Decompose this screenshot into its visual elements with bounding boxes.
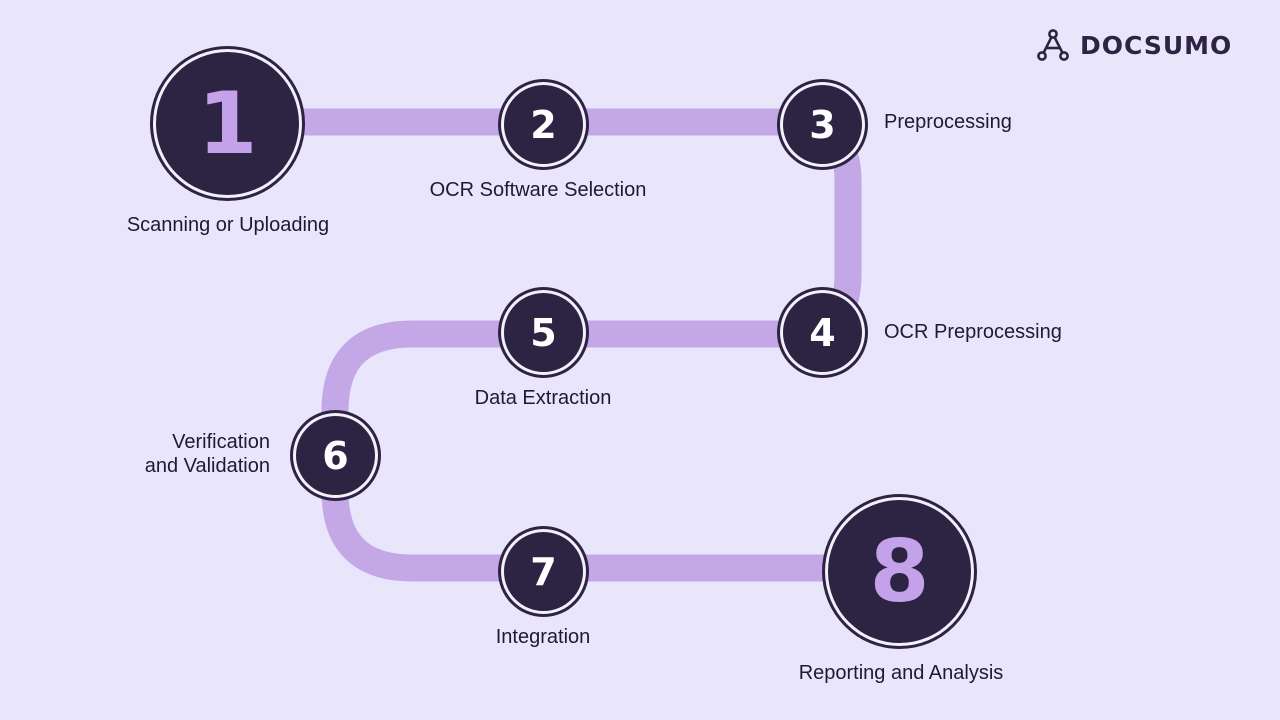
- step-1-circle: 1: [156, 52, 299, 195]
- step-4-label: OCR Preprocessing: [884, 321, 1062, 343]
- step-1-number: 1: [197, 73, 258, 174]
- step-5-number: 5: [530, 310, 557, 355]
- step-7-number: 7: [530, 549, 557, 594]
- step-4-number: 4: [809, 310, 836, 355]
- network-triangle-icon: [1037, 29, 1069, 61]
- step-3-label: Preprocessing: [884, 111, 1012, 133]
- step-6-circle: 6: [296, 416, 375, 495]
- step-3-circle: 3: [783, 85, 862, 164]
- logo-text: DOCSUMO: [1080, 30, 1233, 60]
- step-2-number: 2: [530, 102, 557, 147]
- step-6-number: 6: [322, 433, 349, 478]
- step-8-number: 8: [869, 521, 930, 622]
- step-5-circle: 5: [504, 293, 583, 372]
- step-7-label: Integration: [495, 626, 591, 648]
- step-4-circle: 4: [783, 293, 862, 372]
- step-2-circle: 2: [504, 85, 583, 164]
- step-8-circle: 8: [828, 500, 971, 643]
- step-3-number: 3: [809, 102, 836, 147]
- brand-logo[interactable]: DOCSUMO: [1036, 28, 1232, 62]
- step-8-label: Reporting and Analysis: [798, 662, 1004, 684]
- step-2-label: OCR Software Selection: [429, 179, 647, 201]
- step-5-label: Data Extraction: [474, 387, 612, 409]
- step-6-label: Verification and Validation: [144, 431, 270, 477]
- step-1-label: Scanning or Uploading: [126, 214, 330, 236]
- step-7-circle: 7: [504, 532, 583, 611]
